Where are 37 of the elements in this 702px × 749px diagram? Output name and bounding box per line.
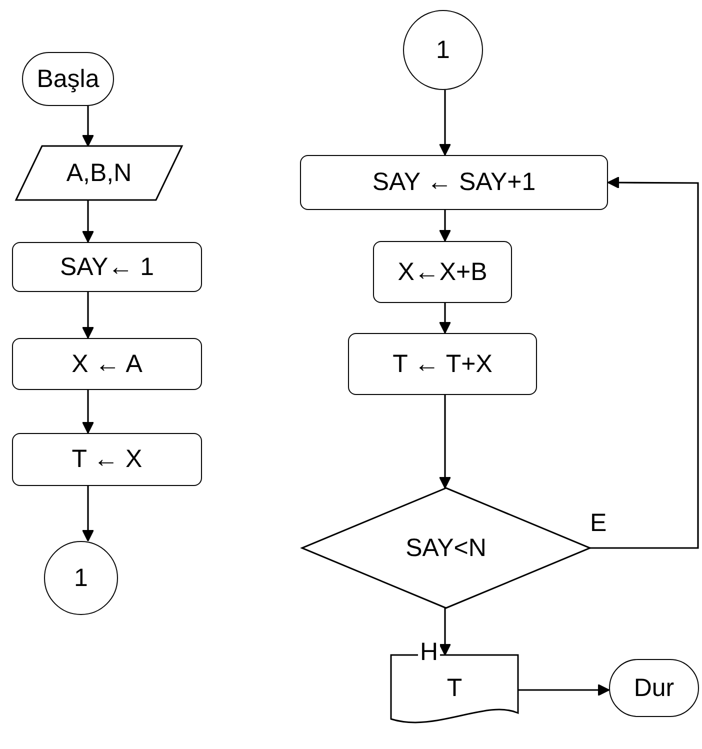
decision-diamond [302,488,590,608]
arrow [438,303,452,334]
start-terminal [22,52,114,106]
arrow [82,200,94,243]
node-label: T [446,674,462,702]
input-parallelogram [16,146,182,200]
arrow [518,684,610,696]
end-terminal [609,659,699,717]
node-label: Başla [36,64,100,94]
arrow [590,176,699,549]
node-label: X ← A [72,350,142,378]
process-box [300,155,608,210]
node-label: SAY ← SAY+1 [372,168,536,197]
node-label: T ← T+X [392,350,492,378]
arrow [82,292,94,339]
process-box [12,338,202,390]
connector-circle [44,541,118,615]
node-label: SAY<N [406,534,486,562]
arrow [82,486,94,542]
arrow [438,210,452,242]
arrow [82,390,94,434]
node-label: Dur [634,674,674,702]
arrow [438,395,452,489]
arrow [82,106,94,147]
process-box [12,433,202,486]
node-label: SAY← 1 [60,252,154,282]
arrow [438,608,452,656]
node-label: T ← X [72,445,142,474]
process-box [348,333,537,395]
connector-circle [403,10,483,90]
node-label: 1 [74,564,88,592]
arrow [438,90,452,156]
process-box [12,242,202,292]
node-label: 1 [436,36,450,64]
process-box [373,241,512,303]
node-label: A,B,N [66,158,132,188]
node-label: X←X+B [398,258,488,286]
